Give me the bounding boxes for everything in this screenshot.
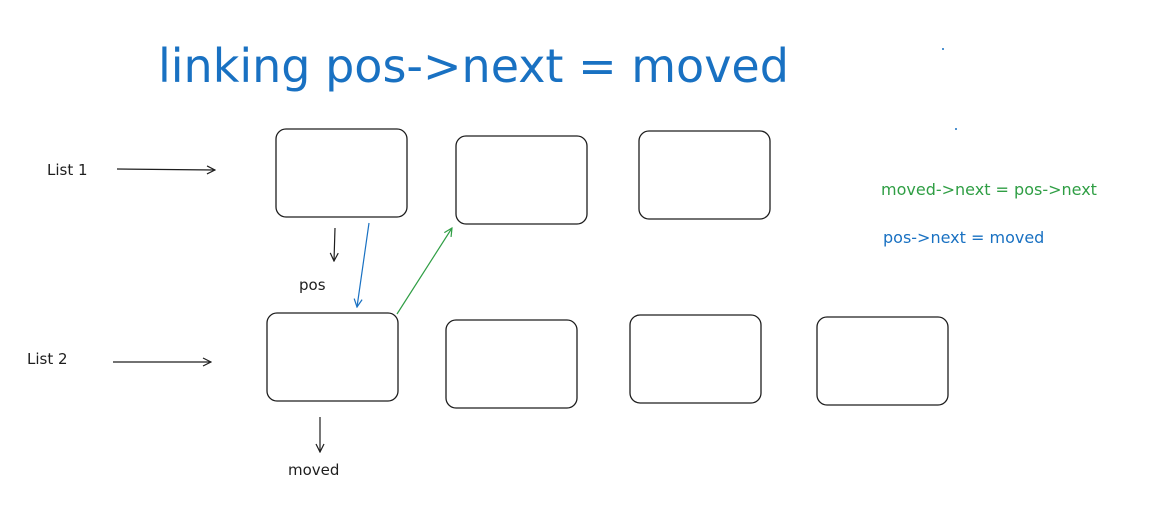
- stray-dot: [955, 128, 957, 130]
- list-1-node-2: [455, 135, 588, 225]
- list-1-node-1: [275, 128, 408, 218]
- diagram-title: linking pos->next = moved: [158, 39, 789, 93]
- moved-label: moved: [288, 461, 339, 479]
- formula-moved-next: moved->next = pos->next: [881, 180, 1097, 199]
- pos-next-to-moved-arrow: [357, 222, 370, 307]
- list-1-label: List 1: [47, 161, 88, 179]
- pos-pointer-arrow: [334, 227, 335, 261]
- list-2-node-4: [816, 316, 949, 406]
- list-2-node-1: [266, 312, 399, 402]
- list-1-head-arrow: [116, 169, 215, 170]
- formula-pos-next: pos->next = moved: [883, 228, 1044, 247]
- list-2-node-2: [445, 319, 578, 409]
- list-2-node-3: [629, 314, 762, 404]
- list-2-label: List 2: [27, 350, 68, 368]
- moved-next-to-pos-next-arrow: [396, 228, 452, 315]
- pos-label: pos: [299, 276, 326, 294]
- stray-dot: [942, 48, 944, 50]
- list-1-node-3: [638, 130, 771, 220]
